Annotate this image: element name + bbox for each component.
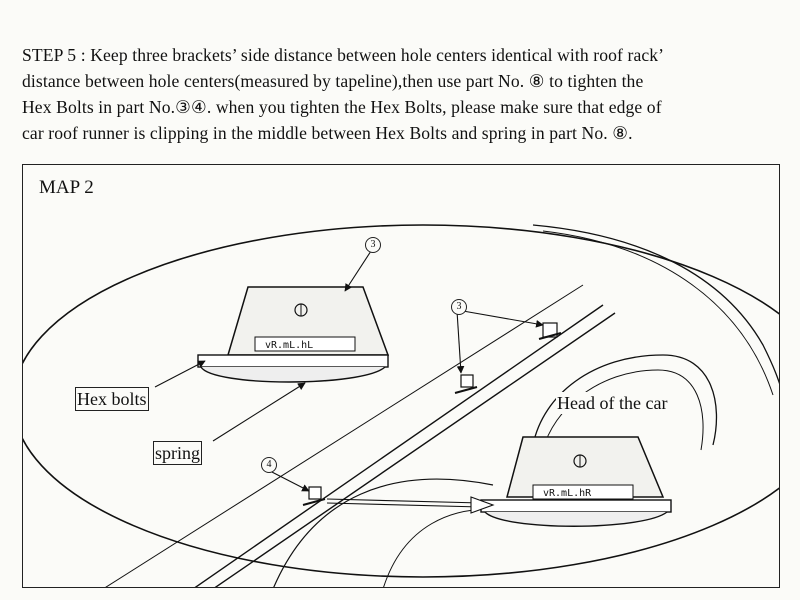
small-bracket-bottom [302,486,326,506]
bracket-right-base [480,499,672,513]
roof-runner-rail-2 [214,312,616,587]
step-instructions: STEP 5 : Keep three brackets’ side dista… [22,42,792,146]
map-title: MAP 2 [39,177,94,198]
roof-edge-curve-1 [532,224,779,385]
bracket-right-plate [532,484,634,500]
hex-bolts-label: Hex bolts [75,387,149,411]
instruction-line-1: STEP 5 : Keep three brackets’ side dista… [22,45,665,65]
car-head-curve-1 [532,354,718,446]
instruction-line-2: distance between hole centers(measured b… [22,71,644,91]
bracket-left: vR.mL.hL [197,286,390,383]
roof-diagram: vR.mL.hL vR.mL.hR [23,224,779,587]
small-bracket-top [538,322,562,340]
leader-hex-bolts [154,360,206,388]
bracket-left-base [197,354,389,368]
bracket-left-plate-text: vR.mL.hL [265,340,313,351]
part-4-label: 4 [261,457,277,473]
head-of-car-label: Head of the car [556,392,669,414]
spring-label: spring [153,441,202,465]
connector-arrowhead [470,496,495,514]
part-3-label-middle: 3 [451,299,467,315]
map-frame: MAP 2 vR.mL.hL [22,164,780,588]
roof-edge-curve-2 [542,230,774,396]
bracket-right-plate-text: vR.mL.hR [543,488,592,499]
leader-part3-mid-a [456,310,465,374]
small-bracket-middle [454,374,478,394]
roof-runner-rail-1 [194,304,604,587]
bracket-left-plate [254,336,356,352]
leader-part3-mid-b [462,310,544,328]
connector-line-top [326,498,482,504]
car-head-curve-2 [542,369,704,451]
roof-runner-rail-3 [105,284,584,587]
leader-part3-top [344,250,372,292]
roof-oval [23,224,779,578]
leader-spring [212,382,306,442]
windshield-curve-1 [273,478,494,587]
bracket-right: vR.mL.hR [480,436,672,527]
bracket-right-spring [484,511,668,527]
connector-line-bottom [326,502,482,508]
part-3-label-top: 3 [365,237,381,253]
instruction-line-3: Hex Bolts in part No.③④. when you tighte… [22,97,662,117]
leader-part4 [267,469,310,492]
bracket-left-spring [200,366,386,383]
instruction-line-4: car roof runner is clipping in the middl… [22,123,633,143]
